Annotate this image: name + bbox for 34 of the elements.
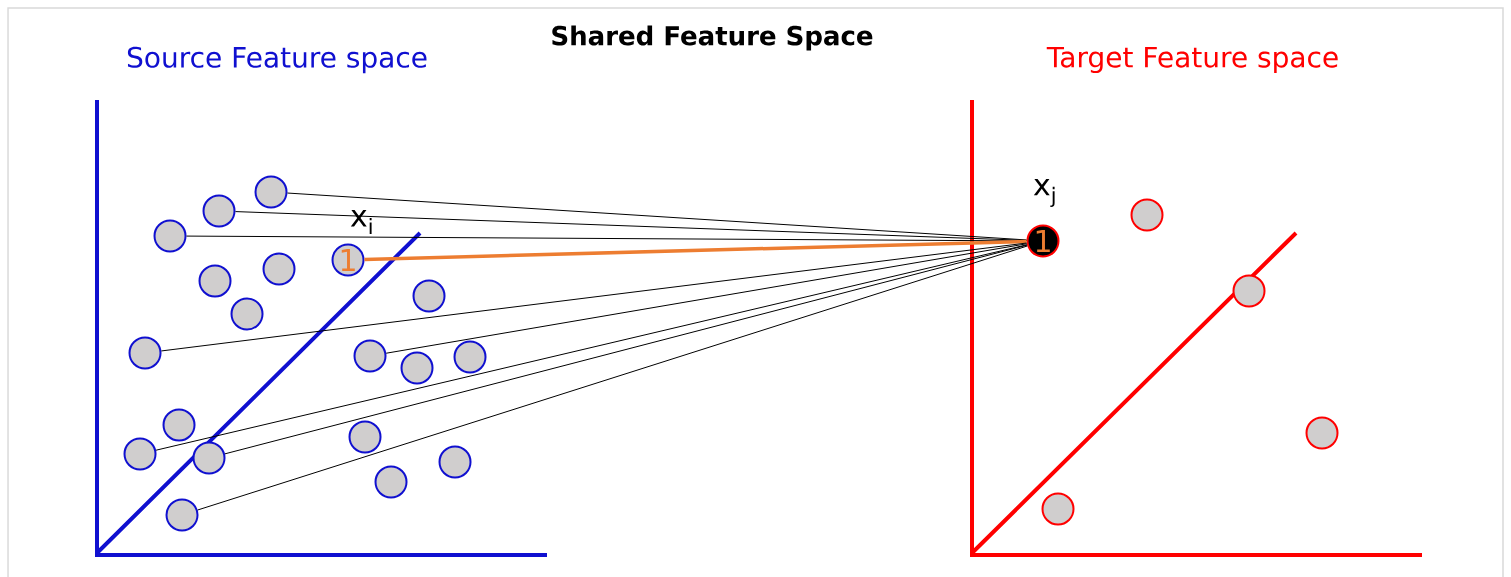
circle-marker [198,264,232,298]
panel-label: Target Feature space [1046,46,1338,74]
point-label: x$_{j}$ [1031,177,1059,209]
connector-line [287,192,1028,241]
connector-line [186,235,1027,242]
circle-marker [262,252,296,286]
circle-marker [254,175,288,209]
circle-marker [153,219,187,253]
circle-marker [438,445,472,479]
circle-marker [128,336,162,370]
circle-marker [453,340,487,374]
circle-marker [374,465,408,499]
connector-line [364,239,1027,262]
circle-marker [202,194,236,228]
connector-line [160,242,1028,352]
title: Shared Feature Space [552,25,873,51]
circle-node: 1 [1026,224,1060,258]
circle-marker [1232,274,1266,308]
panel-label: Source Feature space [127,46,427,74]
circle-marker [1305,416,1339,450]
circle-marker [348,420,382,454]
circle-marker [165,498,199,532]
circle-marker [412,279,446,313]
circle-node: 1 [331,243,365,277]
circle-marker [1041,492,1075,526]
circle-marker [353,339,387,373]
circle-marker [162,408,196,442]
connector-line [385,243,1028,354]
circle-marker [123,437,157,471]
connector-line [197,245,1028,511]
circle-marker [230,297,264,331]
circle-marker [400,351,434,385]
circle-marker [1130,198,1164,232]
circle-marker [192,441,226,475]
